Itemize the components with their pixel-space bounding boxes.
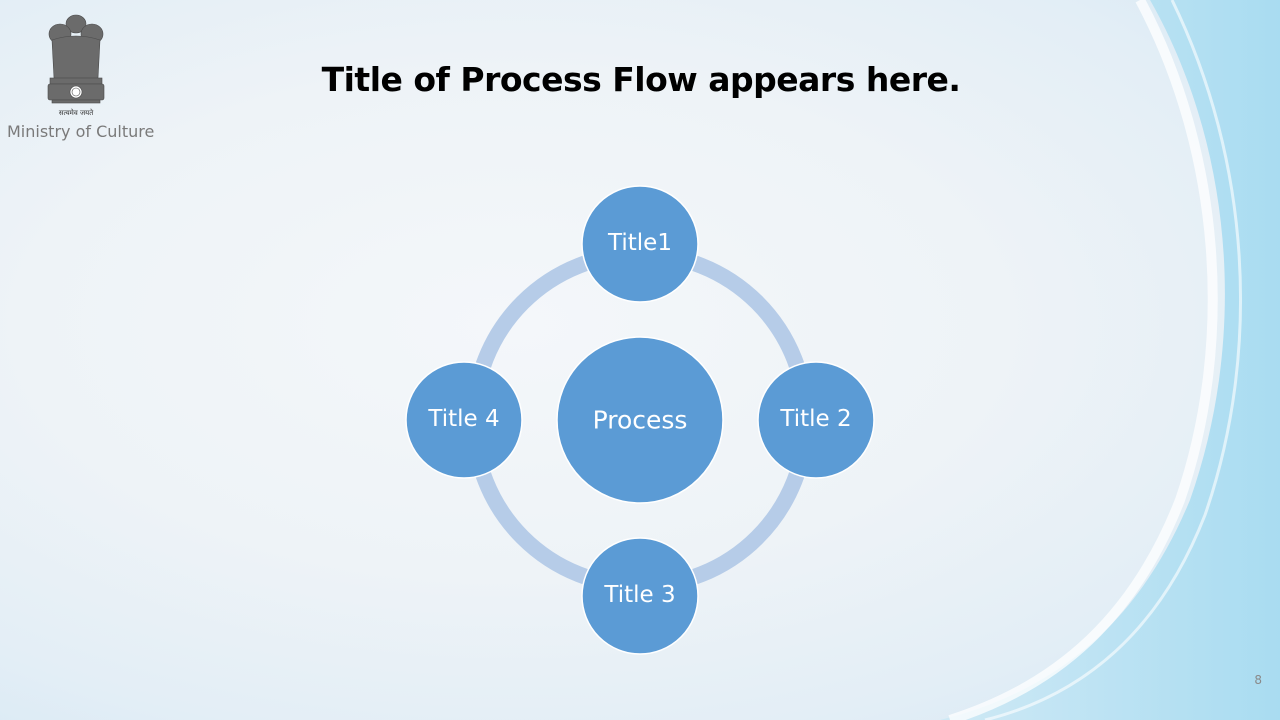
node-right: Title 2 [757, 361, 875, 479]
node-top: Title1 [581, 185, 699, 303]
node-left: Title 4 [405, 361, 523, 479]
node-top-label: Title1 [607, 230, 672, 256]
page-number: 8 [1254, 673, 1262, 687]
emblem-motto: सत्यमेव जयते [59, 108, 94, 117]
center-node-label: Process [593, 406, 688, 435]
node-bottom-label: Title 3 [603, 582, 675, 608]
slide-title: Title of Process Flow appears here. [321, 60, 961, 99]
national-emblem-icon: सत्यमेव जयते [47, 14, 105, 117]
organization-name: Ministry of Culture [7, 122, 155, 141]
center-node: Process [556, 336, 724, 504]
node-bottom: Title 3 [581, 537, 699, 655]
node-right-label: Title 2 [779, 406, 851, 432]
node-left-label: Title 4 [427, 406, 499, 432]
